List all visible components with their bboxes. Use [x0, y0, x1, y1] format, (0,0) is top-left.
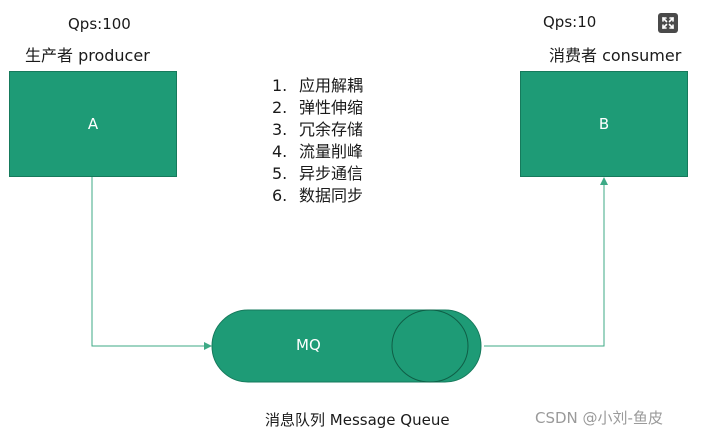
message-queue-shape [211, 309, 482, 383]
benefit-text: 流量削峰 [299, 142, 364, 161]
benefit-number: 3. [272, 120, 288, 139]
benefit-text: 冗余存储 [299, 120, 364, 139]
expand-icon[interactable] [658, 13, 678, 33]
consumer-node-label: B [598, 115, 610, 133]
benefit-item: 5. 异步通信 [272, 163, 363, 185]
benefit-text: 数据同步 [299, 186, 364, 205]
benefit-number: 5. [272, 164, 288, 183]
benefit-number: 1. [272, 76, 288, 95]
queue-to-consumer-arrow [484, 177, 608, 347]
producer-node: A [9, 71, 177, 177]
benefit-number: 6. [272, 186, 288, 205]
benefit-item: 1. 应用解耦 [272, 75, 363, 97]
benefit-text: 异步通信 [299, 164, 364, 183]
producer-title: 生产者 producer [25, 46, 150, 65]
producer-node-label: A [87, 115, 99, 133]
benefit-item: 2. 弹性伸缩 [272, 97, 363, 119]
producer-to-queue-arrow [91, 175, 212, 350]
expand-icon-glyph [662, 17, 674, 29]
benefit-text: 弹性伸缩 [299, 98, 364, 117]
benefit-number: 2. [272, 98, 288, 117]
message-queue-end-cap [391, 309, 469, 383]
benefits-list: 1. 应用解耦 2. 弹性伸缩 3. 冗余存储 4. 流量削峰 5. 异步通信 6. 数据同… [272, 75, 363, 207]
benefit-text: 应用解耦 [299, 76, 364, 95]
consumer-node: B [520, 71, 688, 177]
consumer-title: 消费者 consumer [549, 46, 682, 65]
consumer-qps: Qps:10 [543, 13, 597, 31]
queue-caption: 消息队列 Message Queue [265, 411, 450, 429]
producer-qps: Qps:100 [68, 15, 131, 33]
message-queue-label: MQ [296, 336, 321, 354]
benefit-item: 3. 冗余存储 [272, 119, 363, 141]
watermark: CSDN @小刘-鱼皮 [535, 409, 663, 427]
benefit-item: 6. 数据同步 [272, 185, 363, 207]
benefit-item: 4. 流量削峰 [272, 141, 363, 163]
benefit-number: 4. [272, 142, 288, 161]
